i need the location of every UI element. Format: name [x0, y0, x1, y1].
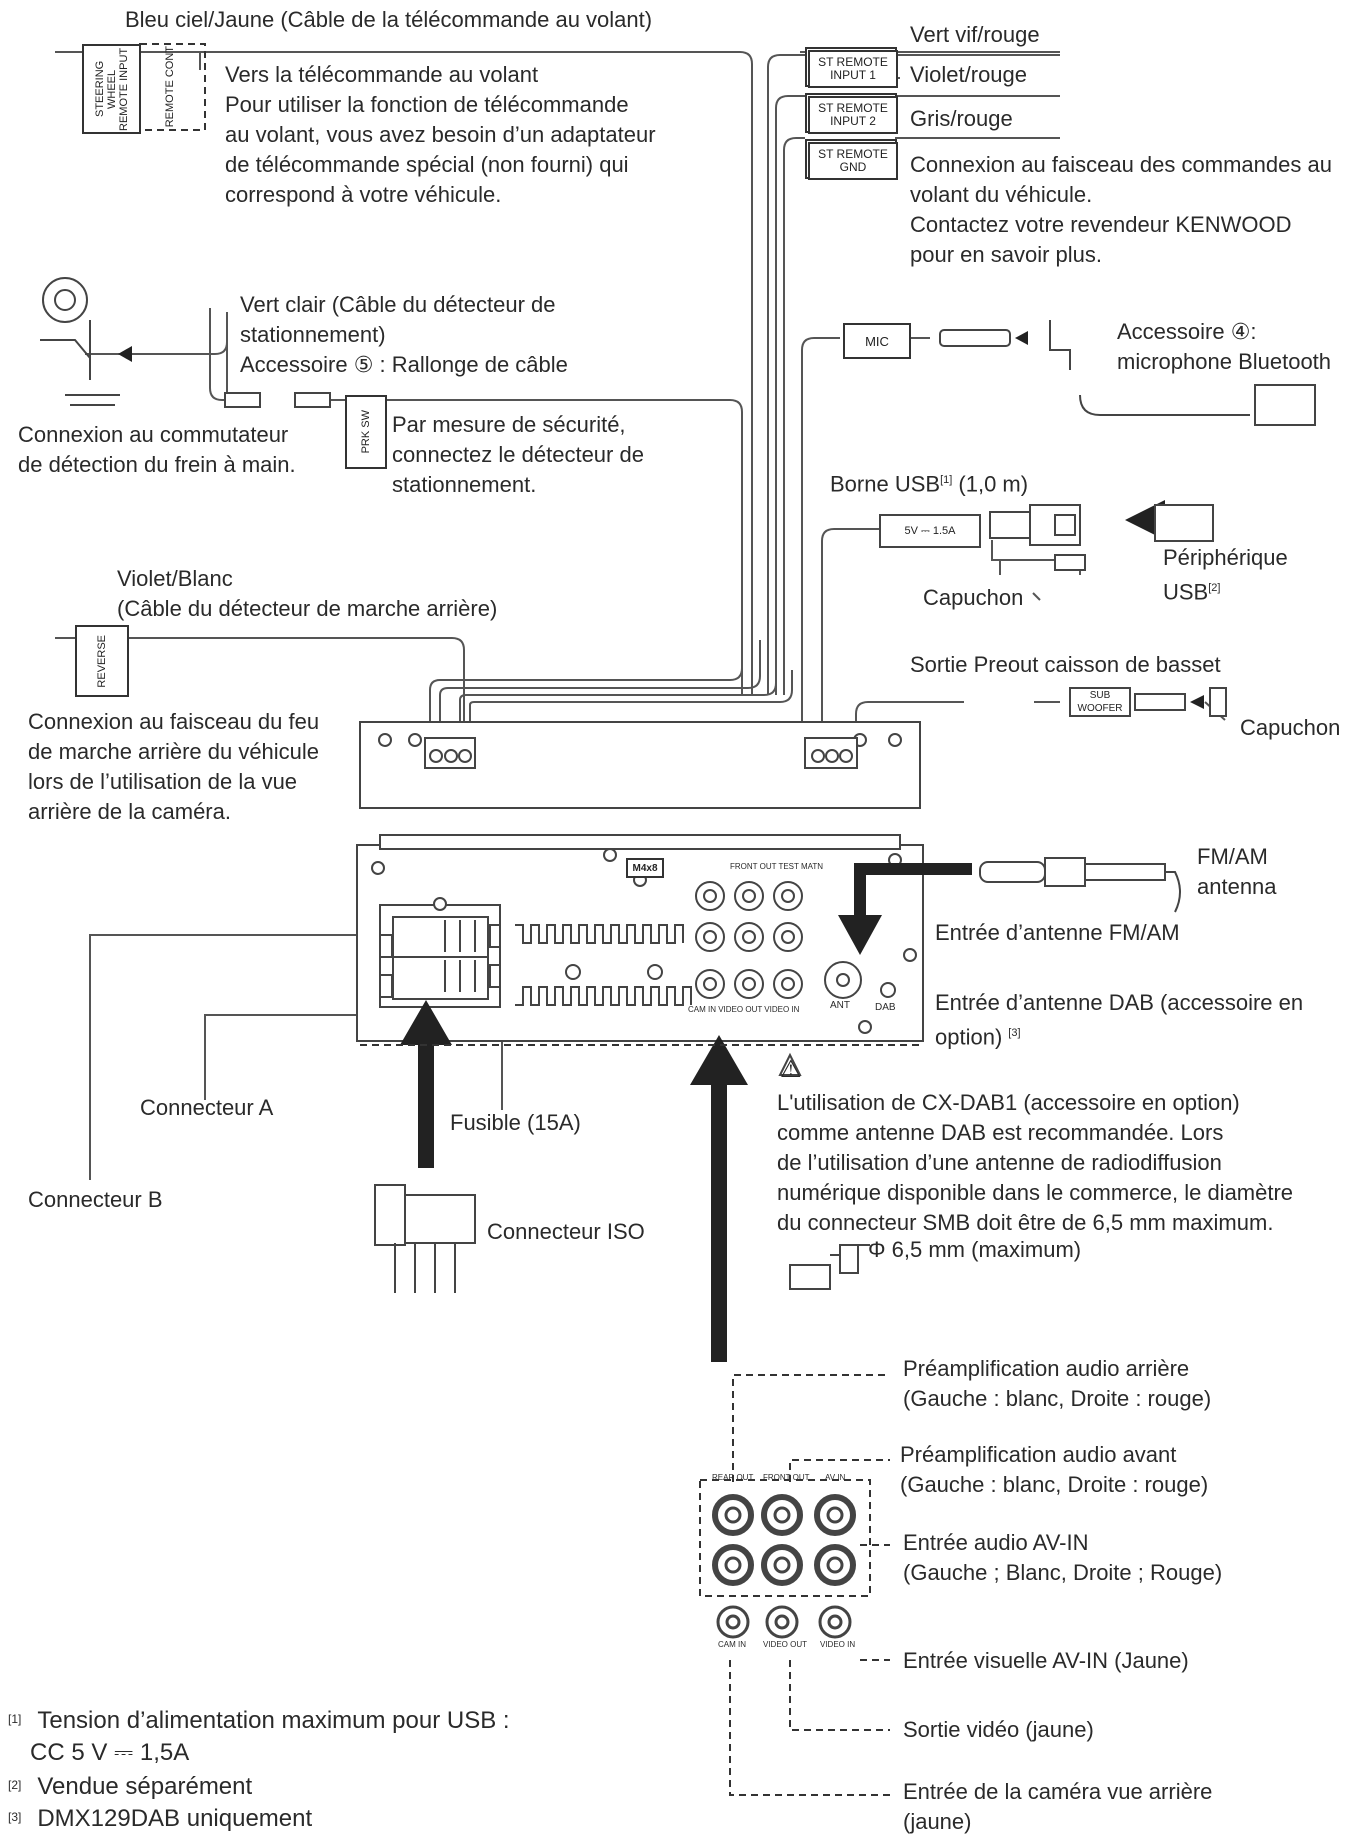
- rca-video-out: VIDEO OUT: [763, 1640, 808, 1649]
- reverse-box: REVERSE: [75, 625, 129, 697]
- prk-sw-box: PRK SW: [345, 395, 387, 469]
- usb-label: Borne USB[1] (1,0 m): [830, 471, 1029, 497]
- footnote-3: [3]DMX129DAB uniquement: [8, 1805, 313, 1832]
- dab-input-label: Entrée d’antenne DAB (accessoire en opti…: [935, 990, 1304, 1050]
- cam-in-label: Entrée de la caméra vue arrière (jaune): [903, 1779, 1213, 1834]
- steering-top-label: Bleu ciel/Jaune (Câble de la télécommand…: [125, 7, 653, 32]
- sub-label: Sortie Preout caisson de basset: [910, 652, 1221, 677]
- parking-safety: Par mesure de sécurité, connectez le dét…: [392, 412, 644, 497]
- rca-cam-in: CAM IN: [718, 1640, 746, 1649]
- sub-woofer-box: SUB WOOFER: [1072, 690, 1128, 714]
- rear-preamp-label: Préamplification audio arrière (Gauche :…: [903, 1356, 1212, 1411]
- rca-bottom-label: CAM IN VIDEO OUT VIDEO IN: [688, 1005, 800, 1014]
- connector-b-label: Connecteur B: [28, 1187, 163, 1212]
- color-2-label: Violet/rouge: [910, 62, 1028, 87]
- footnote-2: [2]Vendue séparément: [8, 1773, 253, 1800]
- ant-small: ANT: [830, 1000, 850, 1011]
- fm-input-label: Entrée d’antenne FM/AM: [935, 920, 1180, 945]
- warning-icon: ⚠: [780, 1056, 802, 1083]
- color-1-label: Vert vif/rouge: [910, 22, 1040, 47]
- harness-desc: Connexion au faisceau des commandes au v…: [910, 152, 1332, 267]
- dab-diameter: Φ 6,5 mm (maximum): [868, 1237, 1082, 1262]
- parking-top-label: Vert clair (Câble du détecteur de statio…: [240, 292, 568, 377]
- remote-cont-box: REMOTE CONT: [164, 46, 176, 128]
- av-in-label: Entrée audio AV-IN (Gauche ; Blanc, Droi…: [903, 1530, 1223, 1585]
- rca-front-out: FRONT OUT: [763, 1473, 810, 1482]
- front-out-label: FRONT OUT TEST MATN: [730, 862, 824, 871]
- usb-rating-box: 5V ⎓ 1.5A: [882, 517, 978, 545]
- reverse-top-label: Violet/Blanc (Câble du détecteur de marc…: [117, 566, 498, 621]
- dab-note: L'utilisation de CX-DAB1 (accessoire en …: [777, 1090, 1294, 1235]
- cap-2-label: Capuchon: [1240, 715, 1341, 740]
- fuse-label: Fusible (15A): [450, 1110, 581, 1135]
- footnote-1: [1]Tension d’alimentation maximum pour U…: [8, 1707, 510, 1766]
- fm-antenna-label: FM/AM antenna: [1197, 844, 1277, 899]
- color-3-label: Gris/rouge: [910, 106, 1013, 131]
- video-out-label: Sortie vidéo (jaune): [903, 1717, 1094, 1742]
- st-remote-gnd-box: ST REMOTE GND: [808, 142, 898, 180]
- arrow-rca: [711, 1080, 727, 1362]
- reverse-desc: Connexion au faisceau du feu de marche a…: [28, 709, 320, 824]
- front-preamp-label: Préamplification audio avant (Gauche : b…: [900, 1442, 1209, 1497]
- st-remote-2-box: ST REMOTE INPUT 2: [808, 96, 898, 134]
- av-video-label: Entrée visuelle AV-IN (Jaune): [903, 1648, 1189, 1673]
- steering-wheel-box: STEERING WHEEL REMOTE INPUT: [82, 44, 141, 134]
- cap-1-label: Capuchon: [923, 585, 1024, 610]
- dab-small: DAB: [875, 1002, 896, 1013]
- rca-av-in: AV IN: [825, 1473, 846, 1482]
- brake-desc: Connexion au commutateur de détection du…: [18, 422, 296, 477]
- steering-desc: Vers la télécommande au volant Pour util…: [225, 62, 656, 207]
- rca-video-in: VIDEO IN: [820, 1640, 856, 1649]
- iso-label: Connecteur ISO: [487, 1219, 645, 1244]
- mic-box: MIC: [843, 323, 911, 359]
- arrow-iso: [418, 1040, 434, 1168]
- m4x8-box: M4x8: [626, 858, 664, 878]
- st-remote-1-box: ST REMOTE INPUT 1: [808, 50, 898, 88]
- connector-a-label: Connecteur A: [140, 1095, 274, 1120]
- rca-rear-out: REAR OUT: [712, 1473, 754, 1482]
- mic-desc: Accessoire ④: microphone Bluetooth: [1117, 319, 1332, 374]
- usb-device-label: Périphérique USB[2]: [1163, 545, 1288, 605]
